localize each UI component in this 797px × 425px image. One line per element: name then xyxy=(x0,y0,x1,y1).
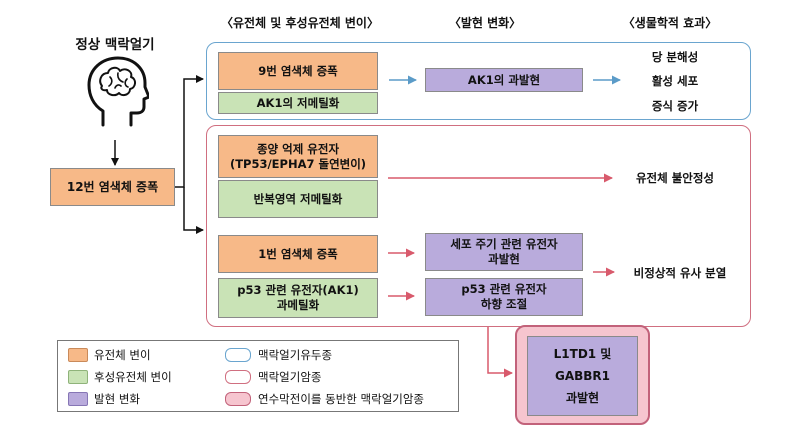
legend-swatch-blue xyxy=(225,348,251,362)
legend-swatch-red xyxy=(225,370,251,384)
metastasis-overexpression-box: L1TD1 및 GABBR1 과발현 xyxy=(527,336,638,416)
tumor-suppressor-line1: 종양 억제 유전자 xyxy=(256,141,340,156)
ak1-hypomethylation-label: AK1의 저메틸화 xyxy=(256,95,340,110)
p53-hypermethylation-line2: 과메틸화 xyxy=(276,298,320,312)
repeat-hypomethylation-label: 반복영역 저메틸화 xyxy=(253,191,343,206)
arrow-chr12-to-papilloma xyxy=(175,75,204,188)
chr1-amplification-label: 1번 염색체 증폭 xyxy=(258,246,338,261)
chr12-amplification-box: 12번 염색체 증폭 xyxy=(50,168,175,206)
p53-downregulation-box: p53 관련 유전자 하향 조절 xyxy=(425,278,583,316)
cellcycle-overexpression-box: 세포 주기 관련 유전자 과발현 xyxy=(425,233,583,271)
genome-instability-label: 유전체 불안정성 xyxy=(635,171,715,185)
chr12-amplification-label: 12번 염색체 증폭 xyxy=(66,179,159,194)
brain-head-icon xyxy=(87,56,149,127)
chr9-amplification-label: 9번 염색체 증폭 xyxy=(258,63,338,78)
cellcycle-overexpression-line2: 과발현 xyxy=(488,252,520,266)
repeat-hypomethylation-box: 반복영역 저메틸화 xyxy=(218,180,378,218)
arrow-to-metastasis xyxy=(487,327,513,378)
papilloma-region xyxy=(206,42,751,120)
legend xyxy=(57,340,459,412)
chr9-amplification-box: 9번 염색체 증폭 xyxy=(218,52,378,90)
legend-swatch-purple xyxy=(68,392,88,406)
p53-downregulation-line2: 하향 조절 xyxy=(480,297,528,311)
effect-glycolytic: 당 분해성 xyxy=(651,50,699,64)
effect-active-cell: 활성 세포 xyxy=(651,74,699,88)
legend-metastatic-carcinoma: 연수막전이를 동반한 맥락얼기암종 xyxy=(258,392,425,406)
ak1-overexpression-label: AK1의 과발현 xyxy=(467,72,541,87)
metastasis-line3: 과발현 xyxy=(565,391,600,405)
metastasis-line1: L1TD1 및 xyxy=(553,347,612,361)
tumor-suppressor-line2: (TP53/EPHA7 돌연변이) xyxy=(229,156,367,171)
legend-swatch-green xyxy=(68,370,88,384)
carcinoma-region xyxy=(206,125,751,327)
header-genome: 〈유전체 및 후성유전체 변이〉 xyxy=(221,16,379,30)
legend-swatch-pink xyxy=(225,392,251,406)
header-expression: 〈발현 변화〉 xyxy=(448,16,522,30)
effect-proliferation: 증식 증가 xyxy=(651,99,699,113)
p53-hypermethylation-line1: p53 관련 유전자(AK1) xyxy=(237,283,359,297)
arrow-chr12-to-carcinoma xyxy=(183,187,204,234)
legend-expression-change: 발현 변화 xyxy=(94,392,140,406)
tumor-suppressor-box: 종양 억제 유전자 (TP53/EPHA7 돌연변이) xyxy=(218,135,378,178)
ak1-hypomethylation-box: AK1의 저메틸화 xyxy=(218,92,378,114)
p53-hypermethylation-box: p53 관련 유전자(AK1) 과메틸화 xyxy=(218,278,378,318)
ak1-overexpression-box: AK1의 과발현 xyxy=(425,68,583,92)
cellcycle-overexpression-line1: 세포 주기 관련 유전자 xyxy=(450,237,558,251)
legend-epigenome-variant: 후성유전체 변이 xyxy=(94,370,172,384)
p53-downregulation-line1: p53 관련 유전자 xyxy=(461,282,547,296)
chr1-amplification-box: 1번 염색체 증폭 xyxy=(218,235,378,273)
header-bio-effect: 〈생물학적 효과〉 xyxy=(622,16,718,30)
metastasis-line2: GABBR1 xyxy=(554,369,611,383)
legend-carcinoma: 맥락얼기암종 xyxy=(258,370,322,384)
abnormal-mitosis-label: 비정상적 유사 분열 xyxy=(633,266,727,280)
legend-papilloma: 맥락얼기유두종 xyxy=(258,348,333,362)
normal-choroid-plexus-title: 정상 맥락얼기 xyxy=(75,37,155,53)
legend-genome-variant: 유전체 변이 xyxy=(94,348,151,362)
legend-swatch-orange xyxy=(68,348,88,362)
